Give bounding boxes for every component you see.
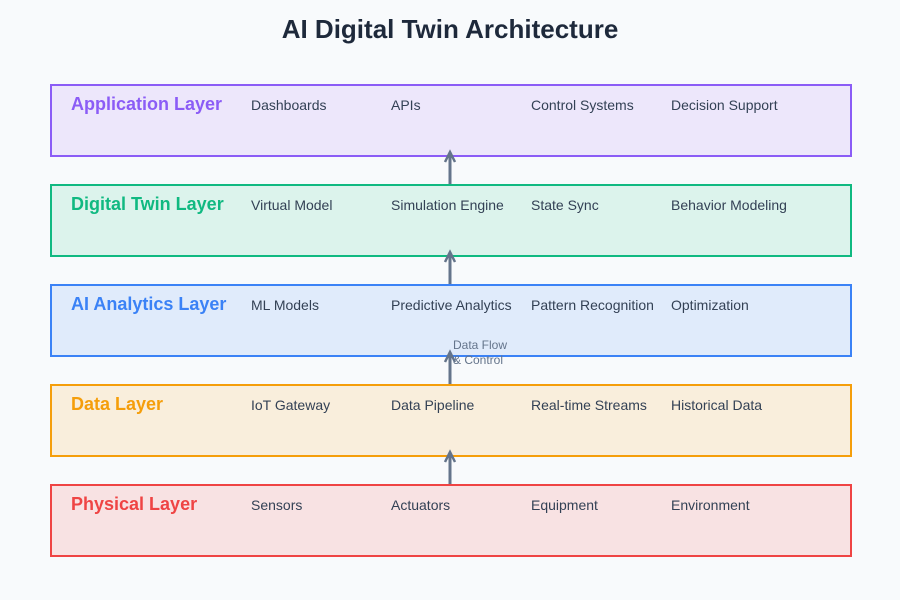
component-data-pipeline: Data Pipeline	[391, 397, 475, 413]
layer-name: Physical Layer	[71, 494, 198, 514]
component-predictive-analytics: Predictive Analytics	[391, 297, 512, 313]
component-real-time-streams: Real-time Streams	[531, 397, 647, 413]
layer-physical: Physical Layer Sensors Actuators Equipme…	[50, 484, 852, 557]
component-sensors: Sensors	[251, 497, 303, 513]
component-optimization: Optimization	[671, 297, 749, 313]
component-equipment: Equipment	[531, 497, 598, 513]
layer-data: Data Layer IoT Gateway Data Pipeline Rea…	[50, 384, 852, 457]
component-virtual-model: Virtual Model	[251, 197, 333, 213]
component-state-sync: State Sync	[531, 197, 599, 213]
component-environment: Environment	[671, 497, 750, 513]
component-iot-gateway: IoT Gateway	[251, 397, 331, 413]
flow-label-line-1: Data Flow	[453, 338, 508, 352]
component-pattern-recognition: Pattern Recognition	[531, 297, 654, 313]
layer-name: AI Analytics Layer	[71, 294, 227, 314]
component-control-systems: Control Systems	[531, 97, 634, 113]
layer-name: Data Layer	[71, 394, 164, 414]
component-historical-data: Historical Data	[671, 397, 763, 413]
component-actuators: Actuators	[391, 497, 451, 513]
component-decision-support: Decision Support	[671, 97, 778, 113]
flow-label-line-2: & Control	[453, 353, 504, 367]
layer-name: Digital Twin Layer	[71, 194, 224, 214]
component-simulation-engine: Simulation Engine	[391, 197, 504, 213]
component-apis: APIs	[391, 97, 421, 113]
component-ml-models: ML Models	[251, 297, 319, 313]
layer-ai-analytics: AI Analytics Layer ML Models Predictive …	[50, 284, 852, 357]
data-flow-label: Data Flow & Control	[453, 338, 507, 368]
layer-digital-twin: Digital Twin Layer Virtual Model Simulat…	[50, 184, 852, 257]
diagram-title: AI Digital Twin Architecture	[281, 14, 619, 44]
component-dashboards: Dashboards	[251, 97, 327, 113]
layer-application: Application Layer Dashboards APIs Contro…	[50, 84, 852, 157]
layer-name: Application Layer	[71, 94, 223, 114]
component-behavior-modeling: Behavior Modeling	[671, 197, 787, 213]
